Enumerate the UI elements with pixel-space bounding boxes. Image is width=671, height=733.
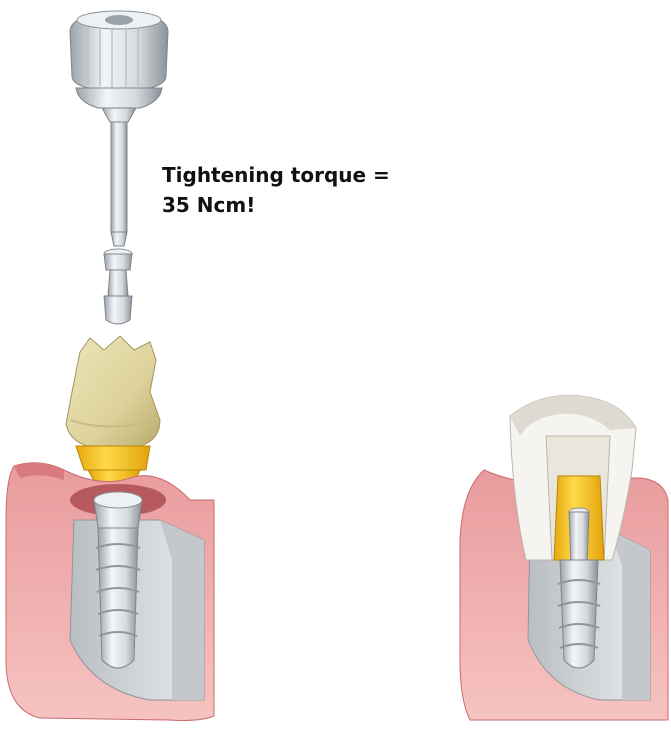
crown-on-abutment (66, 336, 160, 484)
torque-annotation: Tightening torque = 35 Ncm! (162, 160, 422, 220)
torque-annotation-line1: Tightening torque = (162, 160, 422, 190)
implant-in-jaw-right-assembled (460, 395, 668, 720)
torque-annotation-line2: 35 Ncm! (162, 190, 422, 220)
abutment-screw (104, 249, 132, 324)
implant-in-jaw-left (6, 463, 214, 721)
torque-ratchet-adapter (70, 11, 168, 246)
